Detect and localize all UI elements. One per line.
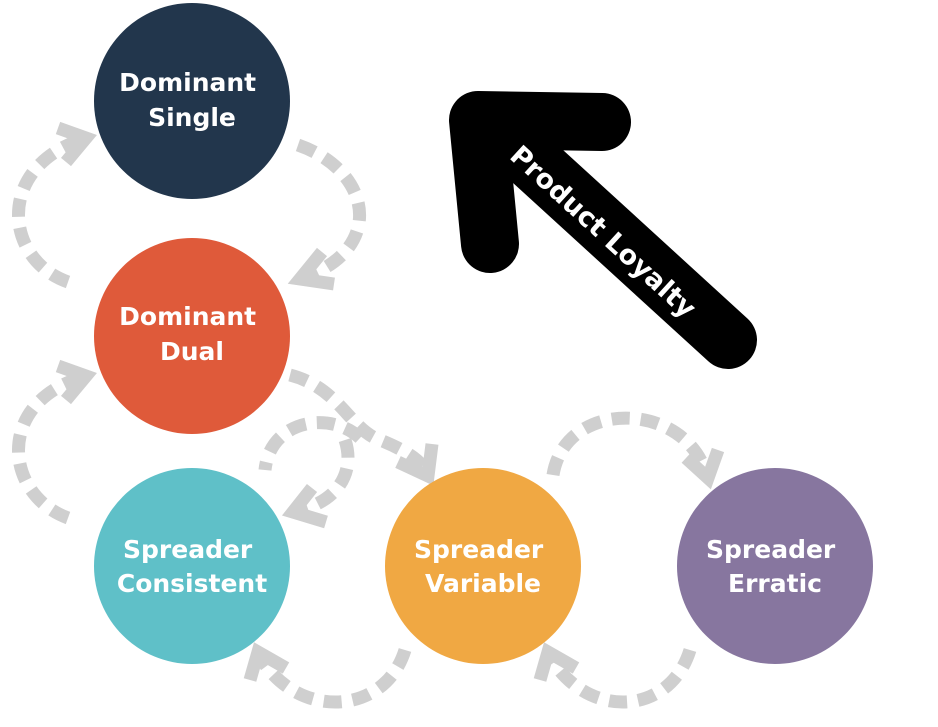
node-dominant-single: Dominant Single [94,3,290,199]
node-label-line-2: Erratic [728,569,822,598]
connector-dual-to-single-head [55,121,97,167]
node-label-line-2: Dual [160,337,224,366]
connector-dual-to-variable [288,368,431,474]
node-label-line-2: Consistent [117,569,267,598]
connectors [12,121,725,709]
node-label-line-2: Single [148,103,236,132]
node-label: Spreader Consistent [117,535,267,598]
connector-erratic-to-variable [546,647,697,709]
node-label: Dominant Dual [119,302,265,366]
node-label-line-1: Dominant [119,68,256,97]
node-label: Spreader Variable [414,535,552,598]
node-circle [94,468,290,664]
connector-dual-to-variable-head [395,443,439,486]
node-label-line-1: Spreader [123,535,253,564]
connector-dual-to-single [12,133,83,289]
node-label: Spreader Erratic [706,535,844,598]
node-spreader-variable: Spreader Variable [385,468,581,664]
node-circle [94,238,290,434]
connector-single-to-dual [295,138,367,282]
node-spreader-consistent: Spreader Consistent [94,468,290,664]
node-circle [385,468,581,664]
product-loyalty-arrow: Product Loyalty [449,91,757,369]
connector-variable-to-consistent-bottom [256,647,412,709]
node-dominant-dual: Dominant Dual [94,238,290,434]
node-spreader-erratic: Spreader Erratic [677,468,873,664]
node-label-line-1: Dominant [119,302,256,331]
node-label-line-1: Spreader [414,535,544,564]
node-label: Dominant Single [119,68,265,132]
node-circle [677,468,873,664]
product-loyalty-arrow-head [449,91,631,273]
connector-variable-to-consistent-bottom-head [243,642,290,682]
connector-consistent-to-dual-head [55,359,97,405]
product-loyalty-label: Product Loyalty [504,140,702,325]
connector-variable-to-consistent-head [281,483,328,529]
connector-single-to-dual-head [287,247,335,291]
connector-erratic-to-variable-head [533,642,580,682]
connector-variable-to-consistent-2 [298,437,355,517]
connector-variable-to-erratic [546,411,712,477]
connector-variable-to-consistent [258,416,365,472]
connector-consistent-to-dual [12,371,83,525]
connector-variable-to-erratic-head [681,447,725,490]
node-label-line-2: Variable [425,569,541,598]
node-label-line-1: Spreader [706,535,836,564]
product-loyalty-arrow-shaft [491,121,757,369]
node-circle [94,3,290,199]
